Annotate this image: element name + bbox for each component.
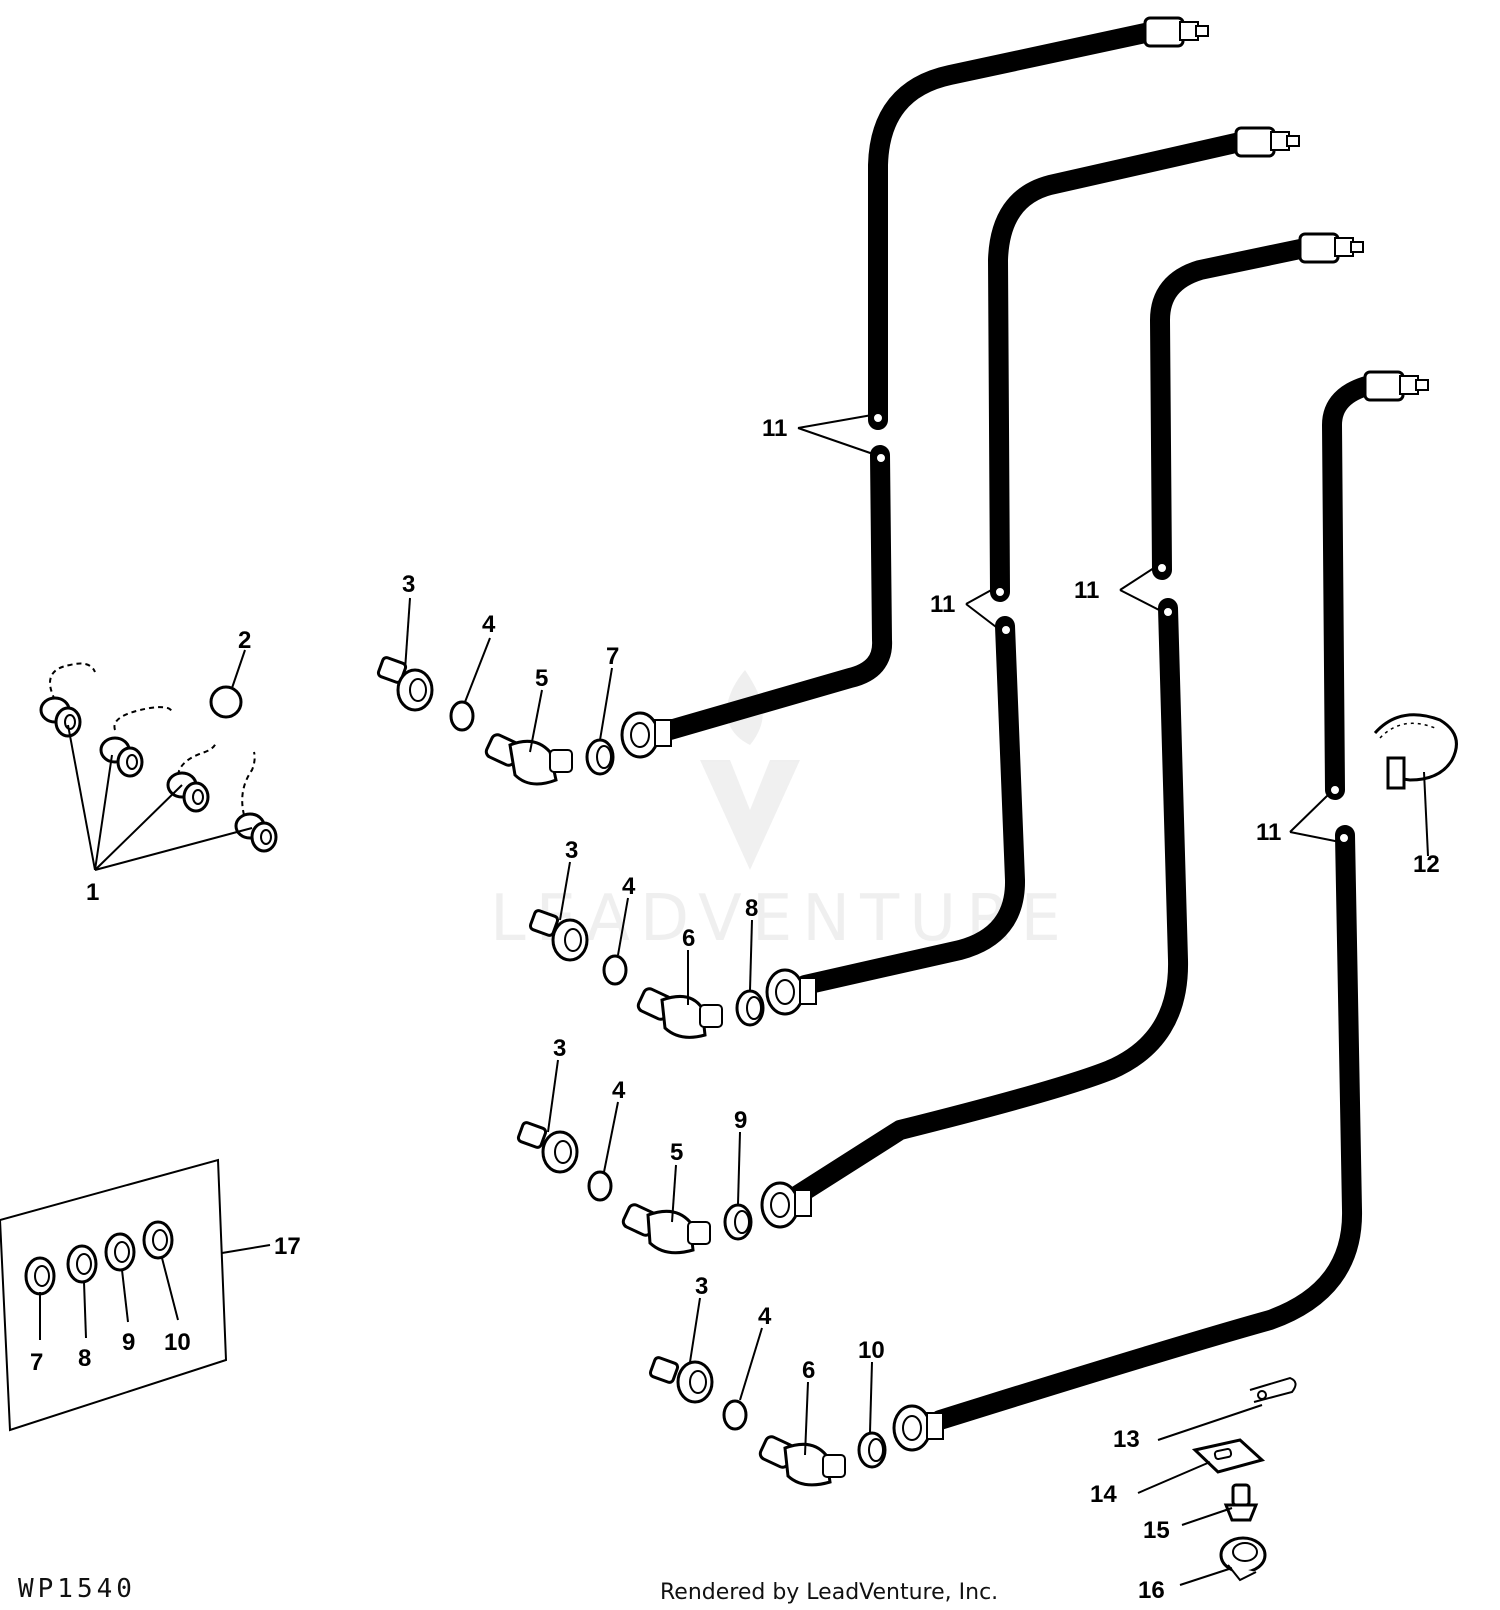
callout-8-b: 8 bbox=[745, 895, 758, 922]
hose-coupler-d bbox=[1363, 370, 1429, 402]
adapter-fitting-a[interactable] bbox=[376, 656, 434, 712]
seal-ring-7-a[interactable] bbox=[585, 738, 615, 776]
callout-11-c: 11 bbox=[1074, 577, 1099, 604]
kit-seal-8 bbox=[66, 1244, 98, 1284]
callout-3-d: 3 bbox=[695, 1273, 708, 1300]
hydraulic-hose-a[interactable] bbox=[660, 22, 1160, 740]
hydraulic-hose-c[interactable] bbox=[780, 238, 1315, 1210]
clamp-16[interactable] bbox=[1219, 1536, 1267, 1582]
elbow-fitting-c[interactable] bbox=[621, 1203, 711, 1255]
callout-13: 13 bbox=[1113, 1426, 1140, 1453]
seal-ring-9-c[interactable] bbox=[723, 1203, 753, 1241]
o-ring-a[interactable] bbox=[449, 700, 475, 732]
callout-9-c: 9 bbox=[734, 1107, 747, 1134]
callout-5-c: 5 bbox=[670, 1139, 683, 1166]
callout-11-b: 11 bbox=[930, 591, 955, 618]
callout-3-b: 3 bbox=[565, 837, 578, 864]
hose-coupler-a bbox=[1143, 16, 1209, 48]
o-ring-b[interactable] bbox=[602, 954, 628, 986]
callout-4-c: 4 bbox=[612, 1077, 626, 1104]
callout-3-a: 3 bbox=[402, 571, 415, 598]
o-ring-c[interactable] bbox=[587, 1170, 613, 1202]
elbow-fitting-a[interactable] bbox=[484, 733, 573, 786]
elbow-fitting-b[interactable] bbox=[636, 987, 723, 1039]
callout-1: 1 bbox=[86, 879, 99, 906]
hose-coupler-b bbox=[1234, 126, 1300, 158]
hose-break-marks bbox=[872, 412, 1350, 844]
hose-coupler-c bbox=[1298, 232, 1364, 264]
kit-seal-7 bbox=[24, 1256, 56, 1296]
callout-4-a: 4 bbox=[482, 611, 496, 638]
hydraulic-hose-b[interactable] bbox=[795, 132, 1250, 995]
seal-ring-8-b[interactable] bbox=[735, 989, 765, 1027]
callout-4-b: 4 bbox=[622, 873, 636, 900]
adapter-fitting-d[interactable] bbox=[648, 1356, 714, 1404]
adapter-fitting-b[interactable] bbox=[528, 909, 589, 962]
callout-15: 15 bbox=[1143, 1517, 1170, 1544]
hose-clamp-12[interactable] bbox=[1373, 713, 1458, 790]
callout-12: 12 bbox=[1413, 851, 1440, 878]
callout-3-c: 3 bbox=[553, 1035, 566, 1062]
hose-nut-a bbox=[620, 711, 672, 759]
render-credit: Rendered by LeadVenture, Inc. bbox=[660, 1580, 999, 1605]
callout-11-d: 11 bbox=[1256, 819, 1281, 846]
hose-nut-b bbox=[765, 968, 817, 1016]
callout-10-d: 10 bbox=[858, 1337, 885, 1364]
seal-ring-10-d[interactable] bbox=[857, 1431, 887, 1469]
callout-labels: 1 2 3 4 5 7 3 4 6 8 3 4 5 9 3 4 6 10 11 … bbox=[30, 415, 1440, 1604]
kit-callout-7: 7 bbox=[30, 1349, 43, 1376]
elbow-fitting-d[interactable] bbox=[758, 1435, 846, 1487]
hose-nut-d bbox=[892, 1404, 944, 1452]
callout-11-a: 11 bbox=[762, 415, 787, 442]
kit-seal-9 bbox=[104, 1232, 136, 1272]
kit-callout-10: 10 bbox=[164, 1329, 191, 1356]
bolt-15[interactable] bbox=[1223, 1483, 1259, 1522]
kit-seal-10 bbox=[142, 1220, 174, 1260]
kit-callout-8: 8 bbox=[78, 1345, 91, 1372]
callout-7-a: 7 bbox=[606, 643, 619, 670]
kit-callout-9: 9 bbox=[122, 1329, 135, 1356]
callout-6-b: 6 bbox=[682, 925, 695, 952]
hydraulic-hose-d[interactable] bbox=[930, 375, 1380, 1430]
callout-17: 17 bbox=[274, 1233, 301, 1260]
callout-16: 16 bbox=[1138, 1577, 1165, 1604]
drawing-code: WP1540 bbox=[18, 1574, 136, 1604]
o-ring-2[interactable] bbox=[209, 685, 243, 719]
hose-nut-c bbox=[760, 1181, 812, 1229]
callout-2: 2 bbox=[238, 627, 251, 654]
leader-lines bbox=[39, 414, 1429, 1586]
dust-cap-group[interactable] bbox=[39, 662, 278, 853]
retaining-clip-13[interactable] bbox=[1249, 1376, 1297, 1403]
adapter-fitting-c[interactable] bbox=[516, 1121, 579, 1174]
o-ring-d[interactable] bbox=[722, 1399, 748, 1431]
bracket-plate-14[interactable] bbox=[1191, 1438, 1266, 1474]
callout-5-a: 5 bbox=[535, 665, 548, 692]
callout-6-d: 6 bbox=[802, 1357, 815, 1384]
seal-kit-box-17[interactable] bbox=[0, 1158, 228, 1432]
callout-4-d: 4 bbox=[758, 1303, 772, 1330]
callout-14: 14 bbox=[1090, 1481, 1117, 1508]
